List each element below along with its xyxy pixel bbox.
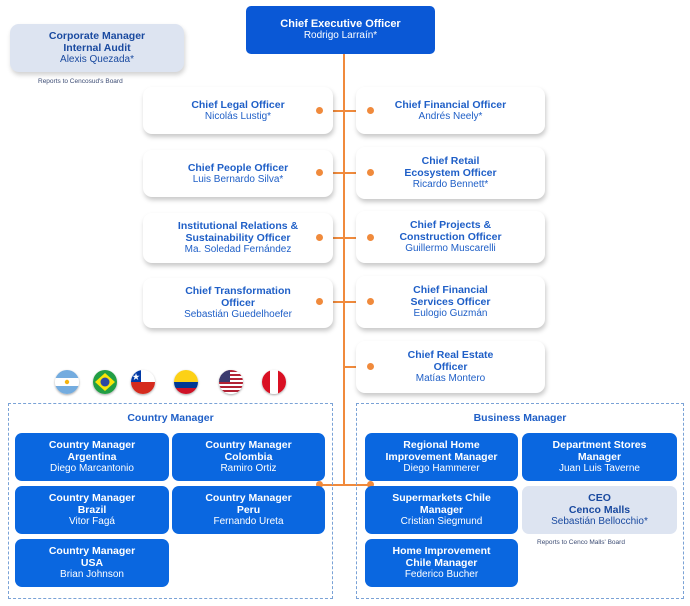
supermarkets-chile-manager-box: Supermarkets Chile Manager Cristian Sieg… (365, 486, 518, 534)
officer-title: Chief Legal Officer (191, 98, 285, 111)
manager-name: Diego Hammerer (403, 463, 480, 474)
officer-title: Chief Projects & Construction Officer (399, 219, 502, 243)
country-manager-peru-box: Country Manager Peru Fernando Ureta (172, 486, 325, 534)
manager-name: Cristian Siegmund (400, 516, 483, 527)
officer-title: Chief Real Estate Officer (407, 349, 494, 373)
officer-name: Ma. Soledad Fernández (184, 244, 292, 255)
ceo-box: Chief Executive Officer Rodrigo Larraín* (246, 6, 435, 54)
business-panel-title: Business Manager (473, 412, 567, 424)
manager-name: Juan Luis Taverne (559, 463, 640, 474)
officer-title: Institutional Relations & Sustainability… (177, 220, 299, 244)
manager-title: Supermarkets Chile Manager (392, 492, 491, 516)
ceo-cenco-malls-box: CEO Cenco Malls Sebastián Bellocchio* (522, 486, 677, 534)
chief-financial-services-officer-box: Chief Financial Services Officer Eulogio… (356, 276, 545, 328)
connector-dot (316, 234, 323, 241)
manager-name: Brian Johnson (60, 569, 124, 580)
officer-name: Guillermo Muscarelli (405, 243, 496, 254)
connector-dot (367, 169, 374, 176)
country-manager-colombia-box: Country Manager Colombia Ramiro Ortiz (172, 433, 325, 481)
main-connector-line (343, 54, 345, 485)
officer-name: Andrés Neely* (418, 110, 483, 122)
audit-title: Corporate Manager Internal Audit (48, 30, 146, 54)
connector-dot (367, 298, 374, 305)
officer-name: Eulogio Guzmán (413, 308, 488, 319)
brazil-flag-icon (93, 370, 117, 394)
country-manager-argentina-box: Country Manager Argentina Diego Marcanto… (15, 433, 169, 481)
internal-audit-box: Corporate Manager Internal Audit Alexis … (10, 24, 184, 72)
connector-dot (367, 481, 374, 488)
regional-home-improvement-manager-box: Regional Home Improvement Manager Diego … (365, 433, 518, 481)
manager-title: Country Manager USA (48, 545, 136, 569)
officer-name: Sebastián Guedelhoefer (184, 309, 292, 320)
chief-transformation-officer-box: Chief Transformation Officer Sebastián G… (143, 278, 333, 328)
connector-dot (367, 363, 374, 370)
argentina-flag-icon (55, 370, 79, 394)
colombia-flag-icon (174, 370, 198, 394)
connector-panels (320, 484, 370, 486)
connector-transformation (320, 301, 370, 303)
officer-title: Chief Financial Services Officer (410, 284, 491, 308)
country-manager-brazil-box: Country Manager Brazil Vitor Fagá (15, 486, 169, 534)
ceo-name: Rodrigo Larraín* (303, 30, 378, 41)
manager-title: Country Manager Argentina (48, 439, 136, 463)
chief-financial-officer-box: Chief Financial Officer Andrés Neely* (356, 87, 545, 134)
audit-note: Reports to Cencosud's Board (38, 78, 123, 85)
chief-people-officer-box: Chief People Officer Luis Bernardo Silva… (143, 150, 333, 197)
connector-dot (367, 234, 374, 241)
connector-dot (316, 298, 323, 305)
officer-title: Chief Retail Ecosystem Officer (404, 155, 497, 179)
cenco-malls-note: Reports to Cenco Malls' Board (537, 539, 625, 546)
country-manager-panel: Country Manager (8, 403, 333, 599)
business-manager-panel: Business Manager (356, 403, 684, 599)
ceo-title: Chief Executive Officer (280, 18, 401, 30)
chief-real-estate-officer-box: Chief Real Estate Officer Matías Montero (356, 341, 545, 393)
connector-institutional (320, 237, 370, 239)
manager-title: Country Manager Brazil (48, 492, 136, 516)
connector-dot (367, 107, 374, 114)
manager-title: Regional Home Improvement Manager (385, 439, 498, 463)
country-manager-usa-box: Country Manager USA Brian Johnson (15, 539, 169, 587)
officer-title: Chief Transformation Officer (185, 285, 291, 309)
department-stores-manager-box: Department Stores Manager Juan Luis Tave… (522, 433, 677, 481)
institutional-relations-officer-box: Institutional Relations & Sustainability… (143, 213, 333, 263)
chile-flag-icon (131, 370, 155, 394)
officer-title: Chief Financial Officer (394, 98, 507, 111)
country-panel-title: Country Manager (127, 412, 214, 424)
officer-name: Nicolás Lustig* (204, 110, 272, 122)
manager-title: Department Stores Manager (552, 439, 647, 463)
connector-legal (320, 110, 370, 112)
officer-name: Ricardo Bennett* (412, 179, 489, 190)
manager-title: Home Improvement Chile Manager (392, 545, 491, 569)
manager-name: Ramiro Ortiz (220, 463, 277, 474)
connector-people (320, 172, 370, 174)
usa-flag-icon (219, 370, 243, 394)
manager-name: Vitor Fagá (69, 516, 115, 527)
manager-title: CEO Cenco Malls (568, 492, 631, 516)
officer-title: Chief People Officer (187, 161, 289, 174)
chief-projects-officer-box: Chief Projects & Construction Officer Gu… (356, 211, 545, 263)
chief-retail-ecosystem-officer-box: Chief Retail Ecosystem Officer Ricardo B… (356, 147, 545, 199)
peru-flag-icon (262, 370, 286, 394)
manager-name: Sebastián Bellocchio* (551, 516, 648, 527)
manager-name: Diego Marcantonio (50, 463, 134, 474)
audit-name: Alexis Quezada* (60, 54, 134, 65)
home-improvement-chile-manager-box: Home Improvement Chile Manager Federico … (365, 539, 518, 587)
officer-name: Luis Bernardo Silva* (192, 173, 284, 185)
chief-legal-officer-box: Chief Legal Officer Nicolás Lustig* (143, 87, 333, 134)
connector-dot (316, 481, 323, 488)
manager-title: Country Manager Colombia (205, 439, 292, 463)
manager-name: Federico Bucher (404, 569, 479, 580)
manager-name: Fernando Ureta (213, 516, 284, 527)
connector-dot (316, 169, 323, 176)
connector-dot (316, 107, 323, 114)
manager-title: Country Manager Peru (205, 492, 292, 516)
officer-name: Matías Montero (415, 373, 486, 384)
